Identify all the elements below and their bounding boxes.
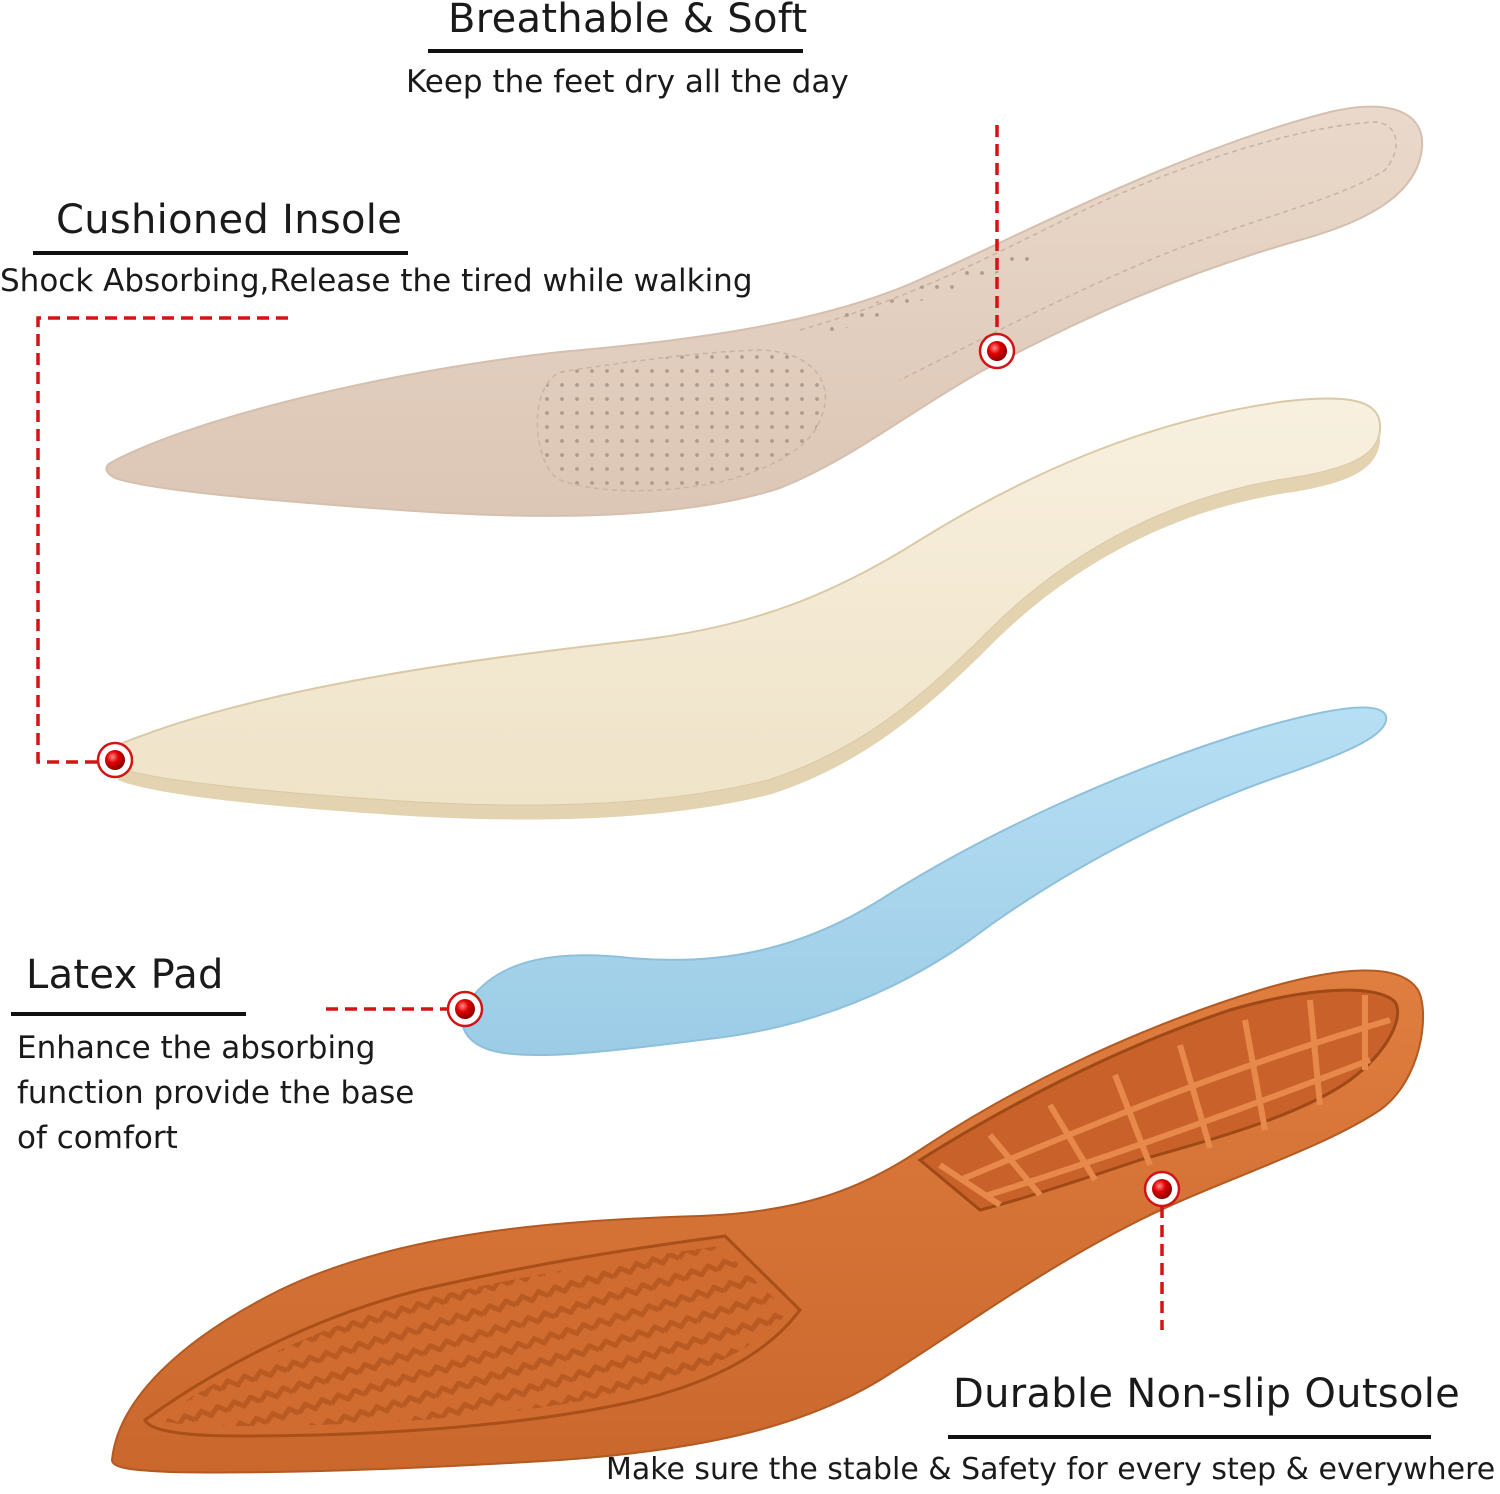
breathable-title: Breathable & Soft <box>448 0 808 42</box>
latex-title-underline <box>11 1012 246 1016</box>
callout-cushioned <box>36 316 288 779</box>
latex-description-line-1: Enhance the absorbing <box>17 1030 376 1066</box>
callout-outsole <box>1143 1170 1181 1330</box>
cushioned-title: Cushioned Insole <box>56 197 403 243</box>
latex-title: Latex Pad <box>26 952 224 998</box>
latex-description-line-2: function provide the base <box>17 1075 415 1111</box>
outsole-subtitle: Make sure the stable & Safety for every … <box>606 1452 1496 1487</box>
callout-breathable <box>978 125 1016 370</box>
top-layer-insole <box>105 105 1424 517</box>
latex-description-line-3: of comfort <box>17 1120 178 1156</box>
heel-grid-tread <box>917 988 1400 1212</box>
latex-description: Enhance the absorbing function provide t… <box>17 1026 414 1161</box>
cushioned-subtitle: Shock Absorbing,Release the tired while … <box>0 263 753 299</box>
breathable-subtitle: Keep the feet dry all the day <box>406 64 849 100</box>
breathable-title-underline <box>428 49 803 53</box>
outsole-title: Durable Non-slip Outsole <box>953 1371 1461 1417</box>
latex-pad-layer <box>461 706 1388 1056</box>
cushioned-title-underline <box>33 251 408 255</box>
cushion-layer-insole <box>108 397 1382 820</box>
outsole-title-underline <box>948 1435 1431 1439</box>
outsole-layer <box>110 969 1424 1474</box>
callout-latex <box>326 990 484 1028</box>
